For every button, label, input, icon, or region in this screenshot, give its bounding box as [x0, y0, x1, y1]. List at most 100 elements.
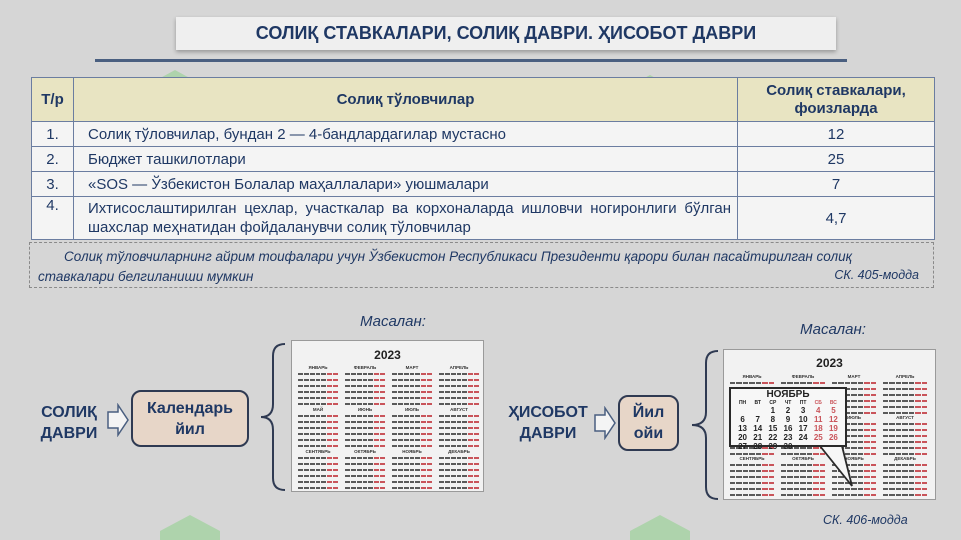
calendar-day-mark: [321, 414, 327, 417]
calendar-day-mark: [462, 378, 468, 381]
calendar-day-mark: [851, 387, 857, 390]
calendar-day-mark: [736, 463, 742, 466]
calendar-day-mark: [415, 420, 421, 423]
calendar-day-mark: [309, 390, 315, 393]
calendar-week-row: [883, 433, 927, 438]
calendar-day-mark: [397, 456, 403, 459]
zoom-day: 22: [768, 433, 778, 442]
calendar-day-mark: [298, 462, 303, 465]
calendar-day-mark: [462, 390, 468, 393]
calendar-day-mark: [392, 378, 397, 381]
calendar-day-mark: [439, 426, 444, 429]
calendar-day-mark: [303, 468, 309, 471]
calendar-day-mark: [421, 414, 427, 417]
calendar-day-mark: [915, 399, 921, 402]
calendar-day-mark: [397, 474, 403, 477]
calendar-day-mark: [908, 469, 915, 472]
reporting-period-label: ҲИСОБОТ ДАВРИ: [508, 404, 588, 442]
calendar-week-row: [392, 485, 433, 490]
calendar-day-mark: [315, 432, 321, 435]
zoom-day: 24: [798, 433, 808, 442]
calendar-day-mark: [374, 426, 380, 429]
calendar-day-mark: [345, 480, 350, 483]
calendar-day-mark: [409, 396, 415, 399]
calendar-day-mark: [864, 422, 870, 425]
calendar-day-mark: [462, 456, 468, 459]
calendar-day-mark: [439, 396, 444, 399]
calendar-day-mark: [356, 384, 362, 387]
calendar-day-mark: [832, 475, 838, 478]
left-example-caption: Масалан:: [360, 313, 426, 330]
calendar-week-row: [439, 419, 480, 424]
calendar-week-row: [439, 431, 480, 436]
calendar-day-mark: [303, 378, 309, 381]
calendar-day-mark: [315, 414, 321, 417]
calendar-day-mark: [468, 384, 474, 387]
calendar-day-mark: [462, 462, 468, 465]
calendar-day-mark: [321, 378, 327, 381]
row-payer: Солиқ тўловчилар, бундан 2 — 4-бандларда…: [73, 121, 738, 147]
zoom-day: 20: [738, 433, 748, 442]
calendar-week-row: [730, 486, 774, 491]
calendar-day-mark: [345, 390, 350, 393]
calendar-day-mark: [415, 426, 421, 429]
calendar-day-mark: [456, 444, 462, 447]
calendar-day-mark: [864, 405, 870, 408]
calendar-day-mark: [298, 474, 303, 477]
calendar-week-row: [392, 473, 433, 478]
calendar-day-mark: [368, 396, 374, 399]
calendar-day-mark: [309, 456, 315, 459]
calendar-day-mark: [444, 432, 450, 435]
calendar-day-mark: [857, 493, 864, 496]
calendar-day-mark: [345, 486, 350, 489]
calendar-day-mark: [421, 456, 427, 459]
row-payer: «SOS — Ўзбекистон Болалар маҳаллалари» у…: [73, 171, 738, 197]
calendar-day-mark: [883, 399, 889, 402]
calendar-week-row: [439, 461, 480, 466]
calendar-day-mark: [427, 420, 433, 423]
calendar-day-mark: [439, 438, 444, 441]
calendar-day-mark: [857, 475, 864, 478]
calendar-week-row: [345, 485, 386, 490]
calendar-week-row: [883, 474, 927, 479]
calendar-day-mark: [921, 475, 927, 478]
calendar-day-mark: [851, 475, 857, 478]
calendar-day-mark: [883, 493, 889, 496]
calendar-week-row: [730, 451, 774, 456]
calendar-day-mark: [857, 381, 864, 384]
calendar-day-mark: [421, 438, 427, 441]
calendar-day-mark: [736, 475, 742, 478]
calendar-day-mark: [742, 493, 749, 496]
calendar-day-mark: [403, 432, 409, 435]
calendar-day-mark: [921, 469, 927, 472]
zoom-day: 17: [798, 424, 808, 433]
calendar-day-mark: [749, 487, 755, 490]
calendar-day-mark: [309, 432, 315, 435]
calendar-week-row: [345, 377, 386, 382]
calendar-day-mark: [730, 475, 736, 478]
calendar-day-mark: [474, 384, 480, 387]
calendar-day-mark: [450, 426, 456, 429]
calendar-day-mark: [851, 446, 857, 449]
calendar-day-mark: [889, 393, 895, 396]
calendar-day-mark: [870, 393, 876, 396]
calendar-day-mark: [303, 474, 309, 477]
zoom-day: 9: [785, 415, 791, 424]
calendar-day-mark: [474, 396, 480, 399]
calendar-day-mark: [468, 462, 474, 465]
calendar-day-mark: [462, 384, 468, 387]
calendar-day-mark: [742, 463, 749, 466]
calendar-day-mark: [362, 414, 368, 417]
calendar-day-mark: [474, 372, 480, 375]
calendar-day-mark: [321, 438, 327, 441]
calendar-day-mark: [762, 463, 768, 466]
calendar-day-mark: [409, 474, 415, 477]
calendar-day-mark: [298, 396, 303, 399]
calendar-day-mark: [439, 468, 444, 471]
calendar-day-mark: [895, 381, 902, 384]
calendar-day-mark: [851, 493, 857, 496]
calendar-month-name: СЕНТЯБРЬ: [305, 449, 331, 454]
calendar-day-mark: [889, 469, 895, 472]
calendar-day-mark: [450, 468, 456, 471]
calendar-day-mark: [397, 402, 403, 405]
